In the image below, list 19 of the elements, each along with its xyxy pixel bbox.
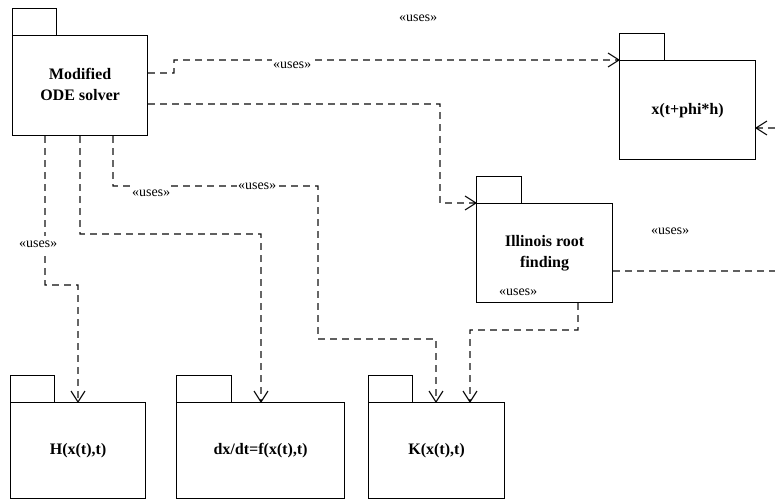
package-name: dx/dt=f(x(t),t) [214, 440, 308, 460]
package-box [176, 375, 345, 499]
edge-label: «uses» [18, 236, 58, 252]
package-box [368, 375, 505, 499]
dependency-arrow [462, 303, 579, 403]
package-name: H(x(t),t) [50, 440, 106, 460]
package-box [619, 33, 756, 160]
package-name: Modified ODE solver [39, 64, 121, 106]
package-box [10, 375, 146, 499]
dependency-arrow [755, 120, 775, 136]
dependency-arrow [44, 136, 86, 403]
dependency-arrow [148, 103, 477, 211]
package-box [476, 176, 613, 303]
package-box [12, 8, 148, 136]
dependency-arrow [79, 136, 269, 403]
package-name: Illinois root finding [504, 232, 586, 273]
package-name: x(t+phi*h) [651, 100, 724, 120]
dependency-arrow [148, 52, 620, 74]
package-name: K(x(t),t) [408, 440, 465, 460]
